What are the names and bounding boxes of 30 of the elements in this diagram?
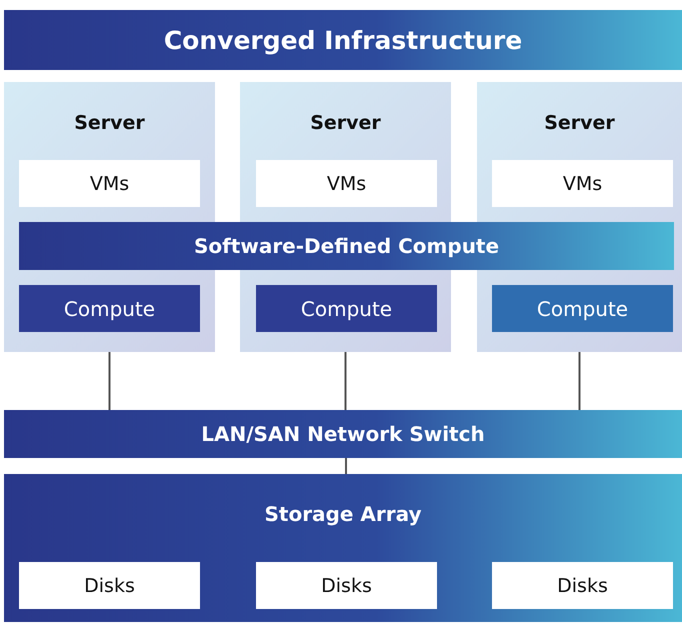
network-switch-band bbox=[4, 410, 682, 458]
box-label: Disks bbox=[321, 574, 372, 596]
storage-array-panel bbox=[4, 474, 682, 622]
heading-text: Server bbox=[544, 112, 615, 134]
box-label: Disks bbox=[84, 574, 135, 596]
box-label: Disks bbox=[557, 574, 608, 596]
box-label: VMs bbox=[90, 172, 130, 194]
vm-box bbox=[19, 160, 200, 207]
box-label: Compute bbox=[300, 296, 392, 320]
connector-line bbox=[345, 458, 347, 474]
compute-box bbox=[492, 285, 673, 332]
box-label: Compute bbox=[536, 296, 628, 320]
connector-line bbox=[108, 352, 110, 410]
title-band bbox=[4, 10, 682, 70]
heading-text: Storage Array bbox=[264, 502, 422, 526]
box-label: Compute bbox=[64, 296, 156, 320]
heading-text: Server bbox=[310, 112, 381, 134]
box-label: VMs bbox=[562, 172, 602, 194]
connector-line bbox=[344, 352, 346, 410]
vm-box bbox=[492, 160, 673, 207]
compute-box bbox=[19, 285, 200, 332]
compute-layer-band bbox=[19, 222, 674, 270]
heading-text: LAN/SAN Network Switch bbox=[201, 422, 485, 446]
connector-line bbox=[578, 352, 580, 410]
compute-box bbox=[256, 285, 437, 332]
heading-text: Software-Defined Compute bbox=[194, 234, 500, 258]
vm-box bbox=[256, 160, 437, 207]
heading-text: Converged Infrastructure bbox=[164, 26, 522, 54]
box-label: VMs bbox=[326, 172, 366, 194]
heading-text: Server bbox=[74, 112, 145, 134]
